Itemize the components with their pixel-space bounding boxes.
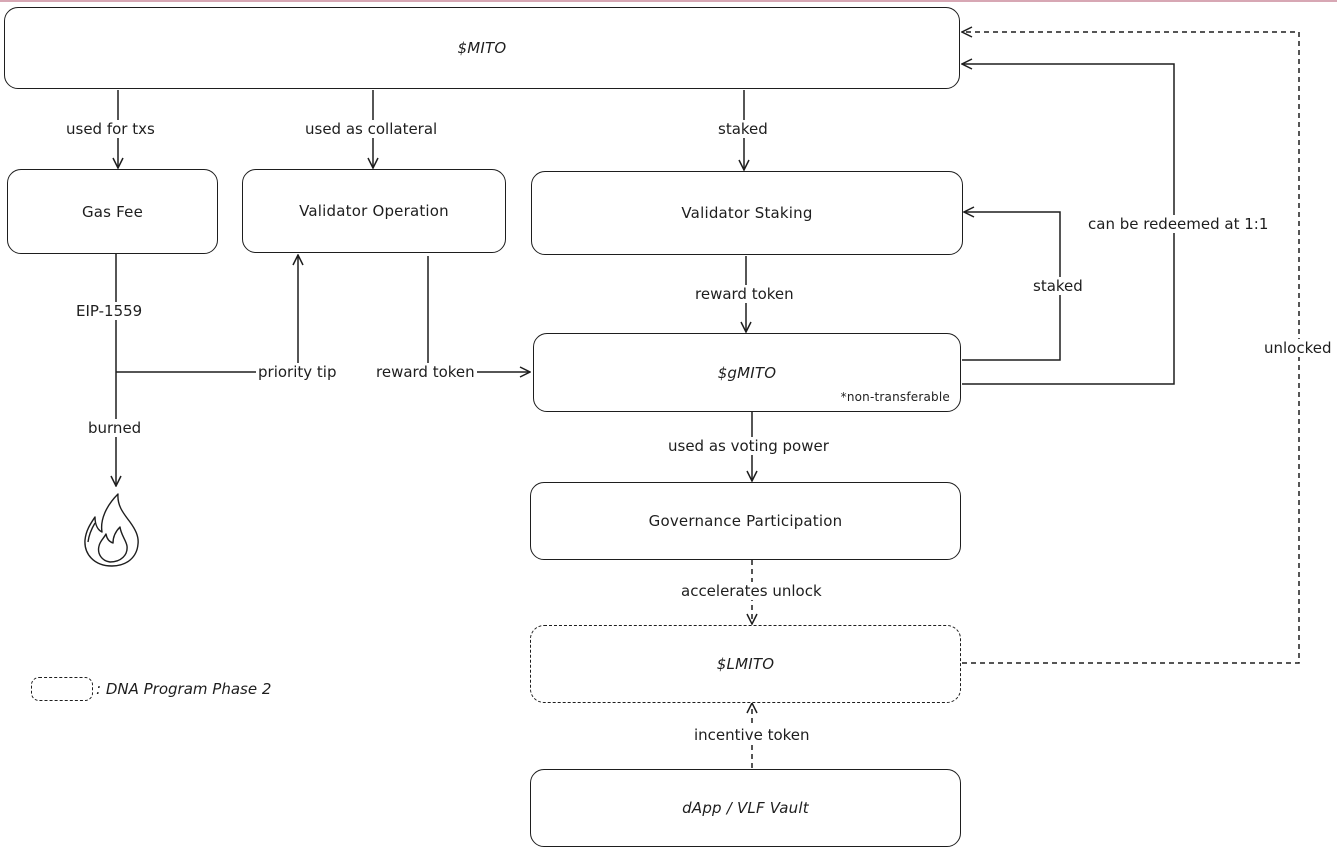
node-validator-operation-label: Validator Operation — [299, 202, 449, 220]
node-validator-staking-label: Validator Staking — [681, 204, 813, 222]
edge-lmito-unlocked — [962, 32, 1300, 664]
node-validator-staking[interactable]: Validator Staking — [531, 171, 963, 255]
legend-dashed-box — [31, 677, 93, 701]
label-redeemed: can be redeemed at 1:1 — [1086, 215, 1271, 233]
label-incentive-token: incentive token — [692, 726, 812, 744]
label-eip1559: EIP-1559 — [74, 302, 145, 320]
node-dapp-vault[interactable]: dApp / VLF Vault — [530, 769, 961, 847]
label-used-for-txs: used for txs — [64, 120, 157, 138]
node-mito-label: $MITO — [457, 39, 507, 57]
label-staked-loop: staked — [1031, 277, 1085, 295]
node-lmito-label: $LMITO — [716, 655, 775, 673]
label-burned: burned — [86, 419, 144, 437]
label-staked-top: staked — [716, 120, 770, 138]
node-mito[interactable]: $MITO — [4, 7, 960, 89]
node-gmito-label: $gMITO — [717, 363, 777, 382]
label-used-as-collateral: used as collateral — [303, 120, 440, 138]
legend-text: : DNA Program Phase 2 — [96, 680, 272, 698]
label-priority-tip: priority tip — [256, 363, 339, 381]
node-gmito-note: *non-transferable — [840, 390, 950, 404]
node-gmito[interactable]: $gMITO *non-transferable — [533, 333, 961, 412]
label-reward-token-left: reward token — [374, 363, 477, 381]
label-unlocked: unlocked — [1262, 339, 1334, 357]
top-border-line — [0, 0, 1337, 2]
node-lmito[interactable]: $LMITO — [530, 625, 961, 703]
label-reward-token-mid: reward token — [693, 285, 796, 303]
fire-icon — [84, 493, 139, 567]
label-voting-power: used as voting power — [666, 437, 831, 455]
label-accelerates-unlock: accelerates unlock — [679, 582, 824, 600]
edge-valop-gmito — [427, 256, 530, 372]
node-gas-fee-label: Gas Fee — [81, 202, 144, 221]
node-dapp-vault-label: dApp / VLF Vault — [682, 799, 809, 817]
node-validator-operation[interactable]: Validator Operation — [242, 169, 506, 253]
node-gas-fee[interactable]: Gas Fee — [7, 169, 218, 254]
node-governance[interactable]: Governance Participation — [530, 482, 961, 560]
node-governance-label: Governance Participation — [648, 512, 843, 530]
